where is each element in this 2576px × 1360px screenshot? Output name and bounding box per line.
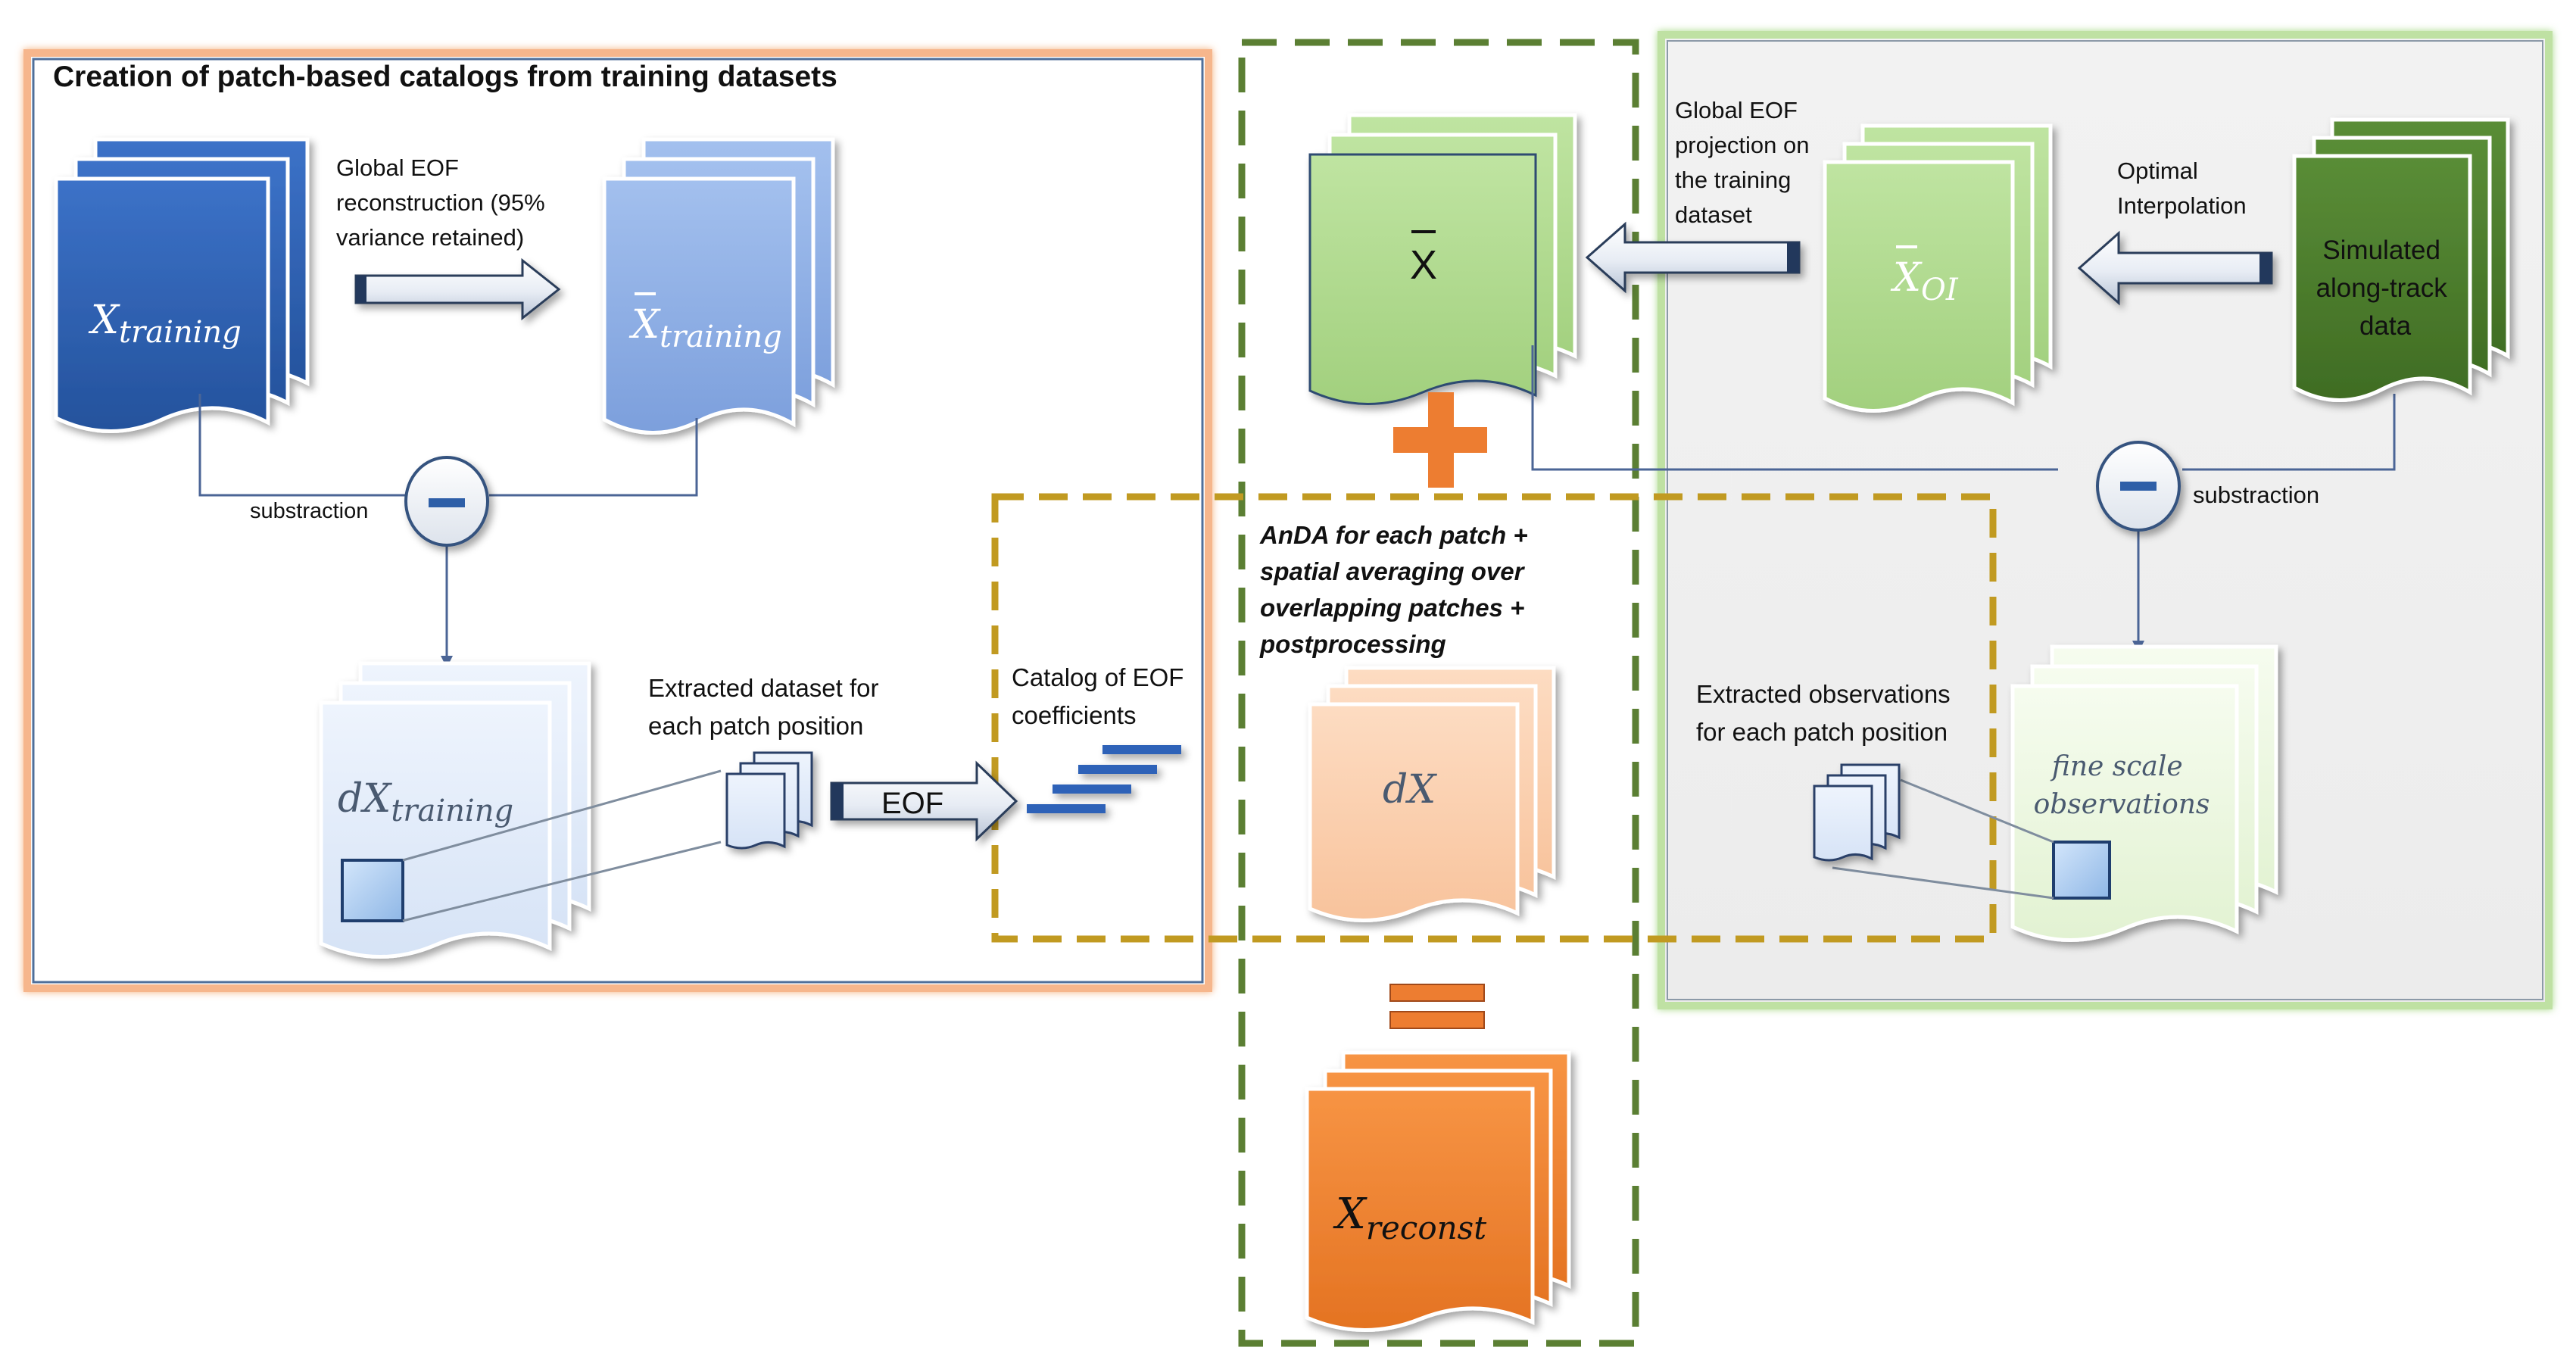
dx-stack <box>1308 666 1556 922</box>
dx-training-patch-square <box>341 859 404 922</box>
optimal-interpolation-arrow <box>2077 230 2273 306</box>
reconstruction-arrow <box>354 257 561 321</box>
left-substraction-label: substraction <box>250 499 368 523</box>
projection-text: Global EOF projection on the training da… <box>1675 97 1816 228</box>
anda-dashed-frame <box>991 493 1997 943</box>
patch-projection-line-bottom <box>402 841 722 922</box>
xbar-oi-stack <box>1823 123 2053 413</box>
extracted-dataset-stack <box>725 751 813 850</box>
x-reconst-stack <box>1305 1050 1571 1332</box>
anda-text: AnDA for each patch + spatial averaging … <box>1259 521 1535 658</box>
left-panel-title: Creation of patch-based catalogs from tr… <box>53 61 837 93</box>
xbar-connector-line <box>1531 345 2058 471</box>
xbar-stack <box>1308 113 1577 405</box>
xbar-oi-label: XOI <box>1890 255 1959 307</box>
left-minus-circle <box>404 456 489 547</box>
eof-arrow-label: EOF <box>881 787 943 820</box>
extracted-observations-text: Extracted observations for each patch po… <box>1696 680 1957 746</box>
right-substraction-label: substraction <box>2193 482 2319 508</box>
simulated-data-text: Simulated along-track data <box>2316 236 2455 341</box>
patch-projection-line-top <box>402 769 722 862</box>
plus-sign <box>1393 392 1487 488</box>
xbar-training-label: Xtraining <box>628 302 782 354</box>
reconstruction-text: Global EOF reconstruction (95% variance … <box>336 154 551 251</box>
fine-scale-patch-square <box>2052 841 2111 900</box>
equals-sign <box>1389 984 1485 1029</box>
x-training-stack <box>54 137 310 433</box>
simulated-data-stack <box>2292 117 2510 402</box>
left-substraction-lines <box>198 394 698 497</box>
dx-training-label: dXtraining <box>338 776 513 828</box>
xbar-label: X <box>1410 242 1437 288</box>
eof-arrow <box>830 760 1018 842</box>
projection-arrow <box>1585 221 1801 294</box>
optimal-interpolation-text: Optimal Interpolation <box>2117 158 2247 219</box>
obs-projection-line-bottom <box>1832 866 2054 900</box>
x-training-label: Xtraining <box>88 298 242 350</box>
extracted-observations-stack <box>1813 763 1901 862</box>
dx-label: dX <box>1383 767 1437 813</box>
right-minus-circle <box>2096 441 2181 532</box>
catalog-bars <box>1027 745 1181 813</box>
x-reconst-label: Xreconst <box>1333 1190 1486 1246</box>
extracted-dataset-text: Extracted dataset for each patch positio… <box>648 674 886 740</box>
simulated-connector-line <box>2182 394 2396 471</box>
xbar-training-stack <box>602 137 835 435</box>
fine-scale-text: fine scale observations <box>2034 751 2210 820</box>
obs-projection-line-top <box>1900 778 2054 844</box>
catalog-text: Catalog of EOF coefficients <box>1012 663 1191 729</box>
